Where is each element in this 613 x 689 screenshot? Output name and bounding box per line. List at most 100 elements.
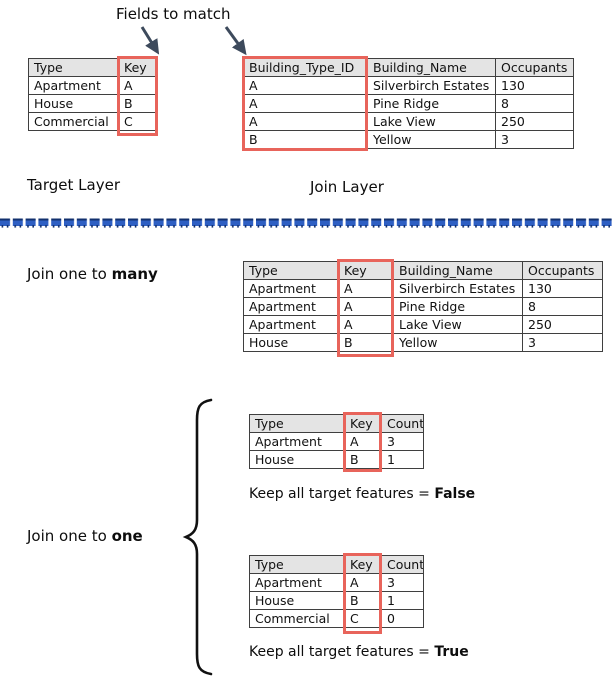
cell-key: A (118, 76, 158, 95)
table-row: House B Yellow 3 (243, 333, 603, 352)
join-one-to-many-prefix: Join one to (27, 265, 112, 283)
table-row: Commercial C 0 (249, 609, 424, 628)
table-row: B Yellow 3 (243, 130, 574, 149)
cell-occupants: 3 (522, 333, 603, 352)
cell-type: House (243, 333, 339, 352)
keep-value-true: True (434, 644, 469, 660)
cell-building-name: Silverbirch Estates (393, 279, 523, 298)
join-one-to-many-label: Join one to many (27, 266, 158, 283)
cell-building-name: Yellow (393, 333, 523, 352)
keep-all-target-features-true-label: Keep all target features = True (249, 644, 469, 660)
table-header-row: Type Key Building_Name Occupants (243, 261, 603, 280)
fields-to-match-arrows (140, 26, 247, 56)
table-row: Apartment A Lake View 250 (243, 315, 603, 334)
cell-building-type-id: A (243, 112, 368, 131)
table-row: Apartment A Silverbirch Estates 130 (243, 279, 603, 298)
cell-type: Commercial (28, 112, 119, 131)
column-header: Type (28, 58, 119, 77)
cell-building-type-id: B (243, 130, 368, 149)
keep-prefix-true: Keep all target features = (249, 644, 435, 660)
join-one-to-one-label: Join one to one (27, 528, 143, 545)
join-layer-caption: Join Layer (310, 178, 384, 196)
join-layer-table: Building_Type_ID Building_Name Occupants… (243, 58, 574, 149)
column-header: Type (249, 414, 345, 433)
cell-building-name: Lake View (367, 112, 496, 131)
join-one-to-one-prefix: Join one to (27, 527, 112, 545)
table-row: House B 1 (249, 591, 424, 610)
column-header: Building_Type_ID (243, 58, 368, 77)
fields-to-match-label: Fields to match (116, 5, 231, 23)
table-header-row: Type Key Count (249, 414, 424, 433)
cell-type: House (28, 94, 119, 113)
table-row: Apartment A Pine Ridge 8 (243, 297, 603, 316)
join-one-to-many-emphasis: many (111, 265, 158, 283)
one-to-one-false-table: Type Key Count Apartment A 3 House B 1 (249, 414, 424, 469)
cell-count: 3 (381, 432, 424, 451)
cell-type: House (249, 450, 345, 469)
cell-occupants: 250 (495, 112, 574, 131)
column-header: Occupants (495, 58, 574, 77)
keep-prefix-false: Keep all target features = (249, 486, 435, 502)
cell-type: Apartment (249, 432, 345, 451)
cell-type: Commercial (249, 609, 345, 628)
table-row: Apartment A 3 (249, 432, 424, 451)
cell-type: Apartment (249, 573, 345, 592)
cell-occupants: 8 (522, 297, 603, 316)
cell-type: Apartment (28, 76, 119, 95)
cell-key: B (344, 450, 382, 469)
column-header: Occupants (522, 261, 603, 280)
keep-all-target-features-false-label: Keep all target features = False (249, 486, 476, 502)
join-one-to-one-emphasis: one (111, 527, 143, 545)
column-header: Key (344, 414, 382, 433)
cell-key: A (338, 279, 394, 298)
keep-value-false: False (434, 486, 476, 502)
cell-building-name: Lake View (393, 315, 523, 334)
cell-building-name: Silverbirch Estates (367, 76, 496, 95)
arrow-to-target-key (140, 26, 160, 55)
column-header: Key (118, 58, 158, 77)
table-row: Apartment A 3 (249, 573, 424, 592)
table-header-row: Building_Type_ID Building_Name Occupants (243, 58, 574, 77)
cell-occupants: 130 (522, 279, 603, 298)
cell-key: B (338, 333, 394, 352)
cell-key: C (118, 112, 158, 131)
join-one-to-one-brace (182, 398, 213, 676)
cell-key: B (344, 591, 382, 610)
cell-key: A (344, 432, 382, 451)
arrow-to-join-key (224, 26, 247, 56)
table-header-row: Type Key (28, 58, 158, 77)
cell-count: 0 (381, 609, 424, 628)
column-header: Count (381, 414, 424, 433)
column-header: Type (249, 555, 345, 574)
column-header: Key (344, 555, 382, 574)
target-layer-caption: Target Layer (27, 176, 120, 194)
column-header: Building_Name (367, 58, 496, 77)
section-divider (0, 218, 613, 229)
cell-occupants: 250 (522, 315, 603, 334)
table-header-row: Type Key Count (249, 555, 424, 574)
cell-key: B (118, 94, 158, 113)
one-to-one-true-table: Type Key Count Apartment A 3 House B 1 C… (249, 555, 424, 628)
table-row: House B 1 (249, 450, 424, 469)
one-to-many-result-table: Type Key Building_Name Occupants Apartme… (243, 261, 603, 352)
cell-building-type-id: A (243, 94, 368, 113)
cell-type: Apartment (243, 297, 339, 316)
cell-building-name: Yellow (367, 130, 496, 149)
column-header: Key (338, 261, 394, 280)
cell-type: House (249, 591, 345, 610)
cell-type: Apartment (243, 279, 339, 298)
cell-building-name: Pine Ridge (393, 297, 523, 316)
cell-key: C (344, 609, 382, 628)
cell-count: 1 (381, 591, 424, 610)
cell-occupants: 8 (495, 94, 574, 113)
cell-building-type-id: A (243, 76, 368, 95)
cell-type: Apartment (243, 315, 339, 334)
column-header: Type (243, 261, 339, 280)
table-row: Apartment A (28, 76, 158, 95)
table-row: Commercial C (28, 112, 158, 131)
cell-count: 3 (381, 573, 424, 592)
cell-occupants: 130 (495, 76, 574, 95)
table-row: A Lake View 250 (243, 112, 574, 131)
cell-building-name: Pine Ridge (367, 94, 496, 113)
